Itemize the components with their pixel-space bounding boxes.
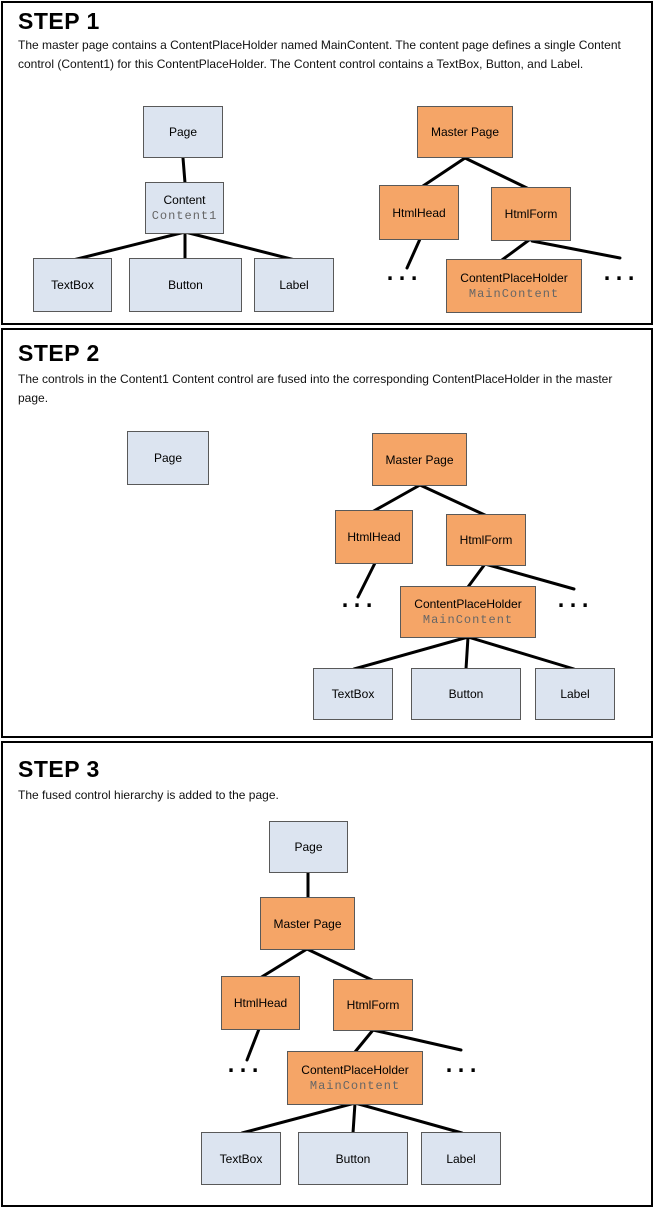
node-label: Master Page <box>273 916 342 931</box>
step1-description: The master page contains a ContentPlaceH… <box>18 38 621 71</box>
panel-step2 <box>1 328 653 738</box>
node-label: Page <box>168 125 198 139</box>
ellipsis-dots: ... <box>555 588 592 612</box>
node-htmlhead: HtmlHead <box>221 976 300 1030</box>
node-label: ContentPlaceHolder <box>414 597 522 611</box>
step1-title: STEP 1 <box>18 8 100 34</box>
node-contentplaceholder: ContentPlaceHolder MainContent <box>287 1051 423 1105</box>
node-contentplaceholder: ContentPlaceHolder MainContent <box>400 586 536 638</box>
node-sublabel: MainContent <box>309 1079 401 1093</box>
node-htmlform: HtmlForm <box>491 187 571 241</box>
step3-description: The fused control hierarchy is added to … <box>18 788 279 802</box>
node-label-control: Label <box>421 1132 501 1185</box>
step2-title: STEP 2 <box>18 340 100 366</box>
step2-description: The controls in the Content1 Content con… <box>18 372 613 405</box>
node-label: ContentPlaceHolder <box>301 1063 409 1077</box>
node-htmlhead: HtmlHead <box>379 185 459 240</box>
ellipsis-dots: ... <box>339 588 376 612</box>
node-label: HtmlForm <box>459 533 513 547</box>
node-htmlhead: HtmlHead <box>335 510 413 564</box>
node-label-control: Label <box>535 668 615 720</box>
node-label: HtmlHead <box>347 530 401 544</box>
node-label: Page <box>294 840 323 854</box>
node-label: ContentPlaceHolder <box>460 271 568 285</box>
node-textbox: TextBox <box>313 668 393 720</box>
node-label: HtmlHead <box>233 996 288 1010</box>
step3-title: STEP 3 <box>18 756 100 782</box>
node-textbox: TextBox <box>33 258 112 312</box>
node-page: Page <box>127 431 209 485</box>
node-label: Button <box>335 1151 371 1166</box>
node-label: Button <box>168 278 203 292</box>
node-textbox: TextBox <box>201 1132 281 1185</box>
ellipsis-dots: ... <box>601 261 638 285</box>
node-label: Label <box>279 278 309 292</box>
node-label: TextBox <box>331 687 375 701</box>
node-content: Content Content1 <box>145 182 224 234</box>
node-label: HtmlForm <box>504 207 558 221</box>
node-sublabel: Content1 <box>151 209 218 223</box>
node-sublabel: MainContent <box>422 613 514 627</box>
node-label: TextBox <box>219 1151 263 1166</box>
ellipsis-dots: ... <box>384 261 421 285</box>
node-label: HtmlForm <box>346 998 400 1012</box>
node-button: Button <box>411 668 521 720</box>
node-htmlform: HtmlForm <box>333 979 413 1031</box>
node-label-control: Label <box>254 258 334 312</box>
node-button: Button <box>298 1132 408 1185</box>
node-label: Content <box>163 193 206 207</box>
node-label: Button <box>448 687 484 701</box>
node-page: Page <box>269 821 348 873</box>
node-contentplaceholder: ContentPlaceHolder MainContent <box>446 259 582 313</box>
node-label: Master Page <box>385 452 454 467</box>
ellipsis-dots: ... <box>443 1053 480 1077</box>
node-master-page: Master Page <box>417 106 513 158</box>
node-htmlform: HtmlForm <box>446 514 526 566</box>
node-label: Master Page <box>430 125 500 139</box>
node-label: TextBox <box>51 278 94 292</box>
node-label: Label <box>446 1151 476 1166</box>
ellipsis-dots: ... <box>225 1053 262 1077</box>
node-page: Page <box>143 106 223 158</box>
node-label: HtmlHead <box>392 205 446 220</box>
node-label: Label <box>560 687 590 701</box>
panel-step3 <box>1 741 653 1207</box>
node-master-page: Master Page <box>260 897 355 950</box>
node-sublabel: MainContent <box>468 287 560 301</box>
node-master-page: Master Page <box>372 433 467 486</box>
node-label: Page <box>153 451 183 465</box>
node-button: Button <box>129 258 242 312</box>
panel-step1 <box>1 1 653 325</box>
